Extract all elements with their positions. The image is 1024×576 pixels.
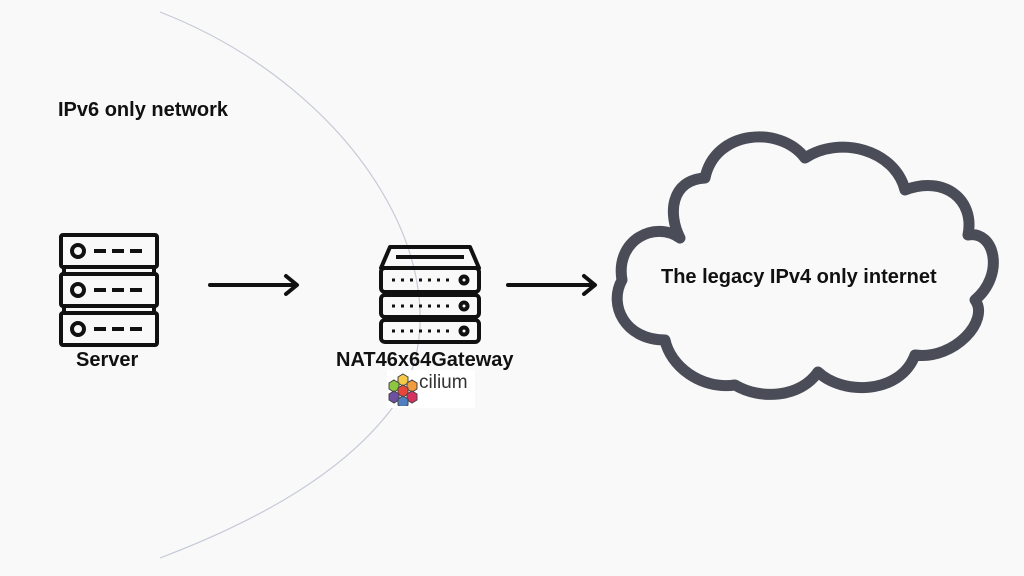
cilium-hexagon-logo-icon [388,373,418,406]
gateway-label: NAT46x64Gateway [336,349,514,371]
arrow-server-to-gateway [208,274,299,296]
cilium-wordmark: cilium [419,372,468,393]
server-label: Server [76,349,139,371]
server-rack-icon [59,233,159,347]
ipv4-internet-label: The legacy IPv4 only internet [661,266,937,288]
ipv6-network-label: IPv6 only network [58,99,229,121]
cilium-logo: cilium [387,370,475,408]
cloud-icon [611,131,999,400]
arrow-gateway-to-cloud [506,274,597,296]
ipv6-boundary-curve [159,11,421,559]
gateway-appliance-icon [379,245,481,344]
